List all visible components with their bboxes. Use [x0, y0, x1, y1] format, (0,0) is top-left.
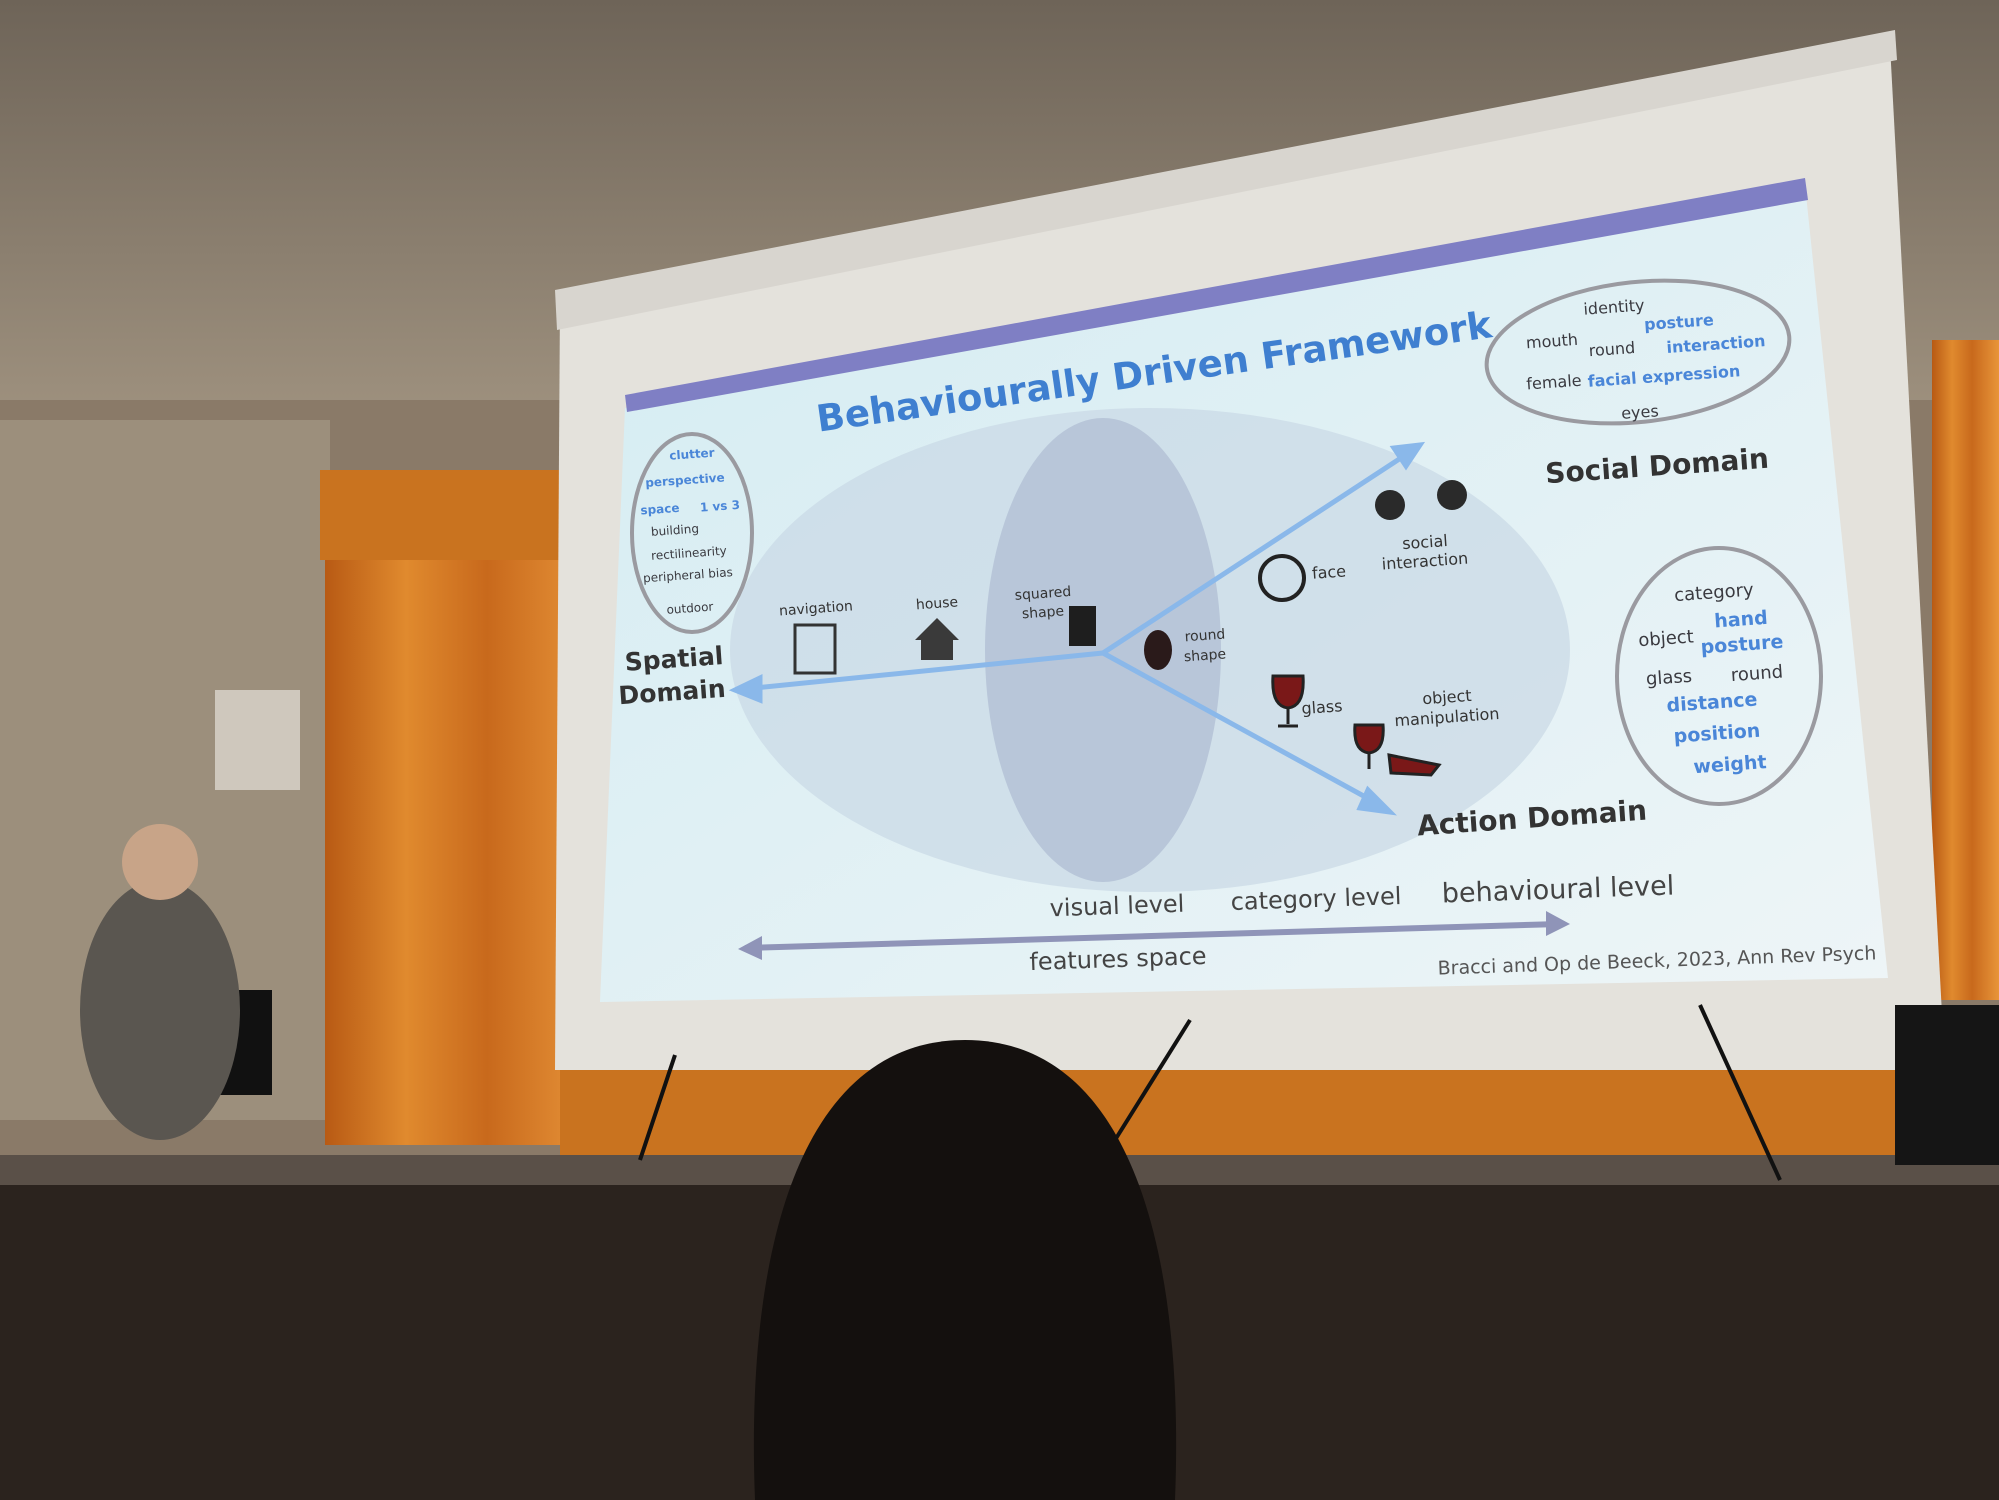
face-label: face: [1311, 561, 1347, 583]
screen-case: [555, 30, 1897, 330]
round-shape-icon: [1144, 630, 1172, 670]
social-word: mouth: [1525, 329, 1579, 353]
spatial-word-blue: clutter: [668, 445, 716, 463]
square-shape-icon: [1069, 606, 1096, 646]
right-monitor: [1895, 1005, 1999, 1165]
left-curtain: [325, 485, 595, 1145]
arrow-action: [1101, 650, 1382, 808]
round-shape-label-1: round: [1184, 626, 1226, 646]
hand-glass-icon: [1353, 723, 1442, 777]
glass-label: glass: [1300, 696, 1344, 719]
social-ellipse: [1484, 278, 1792, 426]
arrow-head-action: [1356, 785, 1397, 816]
features-space-arrow: [744, 921, 1561, 951]
action-word-blue: hand: [1713, 606, 1769, 633]
round-shape-label-2: shape: [1183, 646, 1227, 666]
left-curtain-valance: [320, 470, 600, 560]
action-ellipse: [1615, 546, 1823, 806]
navigation-icon: [793, 623, 837, 675]
face-icon: [1258, 554, 1306, 602]
house-icon: [915, 618, 959, 660]
microphone: [638, 1054, 677, 1161]
social-interaction-icon-2: [1437, 480, 1467, 510]
speaker-box: [215, 690, 300, 790]
microphone-3: [1698, 1004, 1782, 1181]
spatial-word: outdoor: [666, 599, 714, 617]
spatial-ellipse: [630, 432, 754, 634]
action-word-blue: weight: [1692, 751, 1768, 779]
arrow-head-social: [1389, 441, 1426, 471]
social-interaction-icon: [1375, 490, 1405, 520]
action-word: round: [1730, 661, 1784, 687]
presenter: [80, 880, 240, 1140]
microphone-2: [1113, 1018, 1192, 1142]
glass-icon: [1271, 674, 1305, 728]
inner-feature-ellipse: [985, 418, 1221, 882]
spatial-word-blue: 1 vs 3: [699, 497, 741, 515]
right-curtain: [1932, 340, 1999, 1000]
house-label: house: [915, 594, 959, 614]
features-arrow-right-head: [1546, 911, 1570, 936]
action-word: glass: [1645, 665, 1693, 690]
slide-top-bar: [625, 178, 1808, 412]
presenter-head: [122, 824, 198, 900]
action-word: object: [1637, 626, 1695, 652]
audience-head: [753, 1040, 1177, 1500]
arrow-spatial: [744, 650, 1104, 692]
spatial-word: building: [650, 521, 700, 539]
social-word: eyes: [1620, 401, 1660, 423]
social-word: identity: [1582, 295, 1646, 319]
category-level-label: category level: [1230, 882, 1402, 916]
spatial-word-blue: space: [639, 500, 680, 518]
squared-shape-label-2: shape: [1021, 603, 1065, 623]
social-word: female: [1525, 370, 1583, 394]
features-arrow-left-head: [738, 936, 762, 960]
visual-level-label: visual level: [1049, 889, 1185, 923]
social-word: round: [1588, 338, 1636, 361]
arrow-social: [1101, 449, 1412, 656]
arrow-head-spatial: [728, 674, 763, 704]
